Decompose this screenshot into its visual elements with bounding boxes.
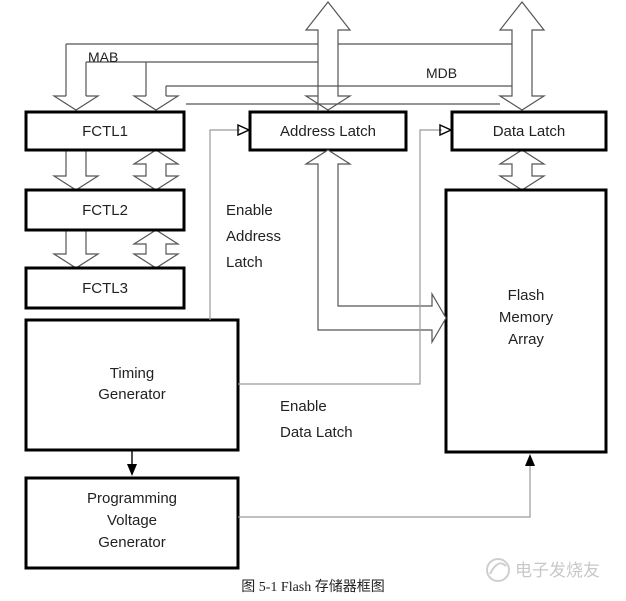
mdb-label: MDB [426, 65, 457, 81]
fctl2-fctl3-arrow-right [131, 229, 181, 269]
fctl1-mdb-arrow [131, 95, 181, 111]
enable-address-latch-label-line1: Enable [226, 202, 273, 219]
mab-label: MAB [88, 49, 118, 65]
flash-memory-label-line1: Flash [508, 287, 545, 304]
fctl1-mab-arrow [51, 95, 101, 111]
timing-to-programming-arrowhead [127, 464, 137, 476]
mdb-bus-line [165, 43, 512, 105]
address-latch-box [248, 110, 408, 152]
enable-address-latch-arrowhead [237, 123, 251, 137]
timing-generator-box [24, 318, 240, 452]
mdb-bus-arrow [497, 1, 547, 111]
fctl1-label: FCTL1 [82, 123, 128, 140]
enable-data-latch-line [238, 129, 442, 385]
mab-bus-line [65, 43, 318, 96]
fctl2-box [24, 188, 186, 232]
flash-memory-label-line3: Array [508, 331, 544, 348]
programming-voltage-label-line2: Voltage [107, 512, 157, 529]
fctl1-fctl2-arrow-left [51, 149, 101, 191]
fctl3-box [24, 266, 186, 310]
programming-voltage-label-line3: Generator [98, 534, 166, 551]
enable-data-latch-label-line1: Enable [280, 398, 327, 415]
mab-bus-arrow [303, 1, 353, 111]
data-latch-box [450, 110, 608, 152]
programming-to-memory-arrowhead [525, 454, 535, 466]
data-latch-bidir-arrow [497, 149, 547, 191]
address-to-memory-arrow [303, 149, 447, 345]
fctl2-label: FCTL2 [82, 202, 128, 219]
enable-address-latch-label-line3: Latch [226, 254, 263, 271]
figure-caption: 图 5-1 Flash 存储器框图 [241, 579, 385, 595]
timing-generator-label-line2: Generator [98, 386, 166, 403]
programming-voltage-label-line1: Programming [87, 490, 177, 507]
enable-address-latch-label-line2: Address [226, 228, 281, 245]
enable-data-latch-label-line2: Data Latch [280, 424, 353, 441]
watermark-logo: 电子发烧友 [486, 558, 600, 582]
address-latch-label: Address Latch [280, 123, 376, 140]
enable-address-latch-line [209, 129, 240, 320]
fctl1-box [24, 110, 186, 152]
fctl3-label: FCTL3 [82, 280, 128, 297]
data-latch-label: Data Latch [493, 123, 566, 140]
fctl2-fctl3-arrow-left [51, 229, 101, 269]
enable-data-latch-arrowhead [439, 123, 453, 137]
fctl1-fctl2-arrow-right [131, 149, 181, 191]
flash-memory-label-line2: Memory [499, 309, 554, 326]
programming-voltage-generator-box [24, 476, 240, 570]
timing-generator-label-line1: Timing [110, 365, 154, 382]
programming-to-memory-line [238, 464, 531, 518]
flash-memory-array-box [444, 188, 608, 454]
watermark-text: 电子发烧友 [515, 561, 600, 581]
